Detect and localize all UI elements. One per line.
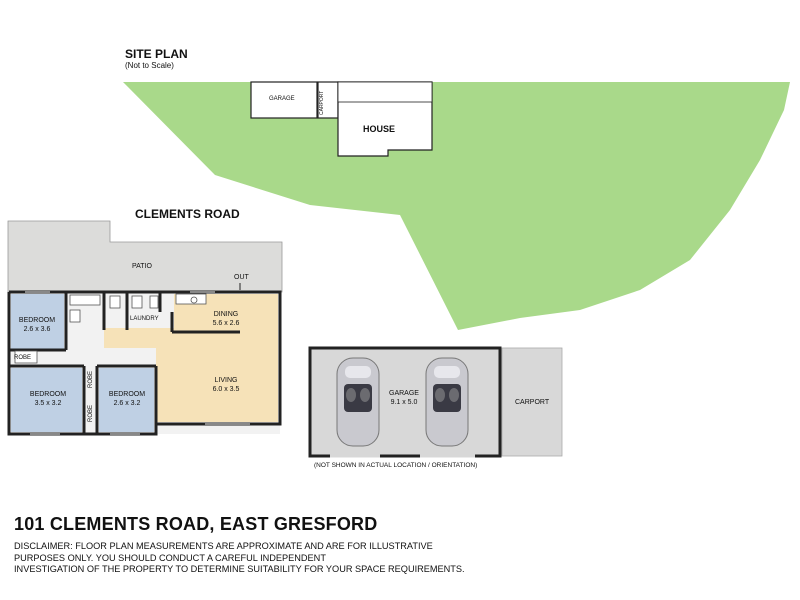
room-name: BEDROOM: [108, 391, 146, 398]
garage-note: (NOT SHOWN IN ACTUAL LOCATION / ORIENTAT…: [314, 462, 478, 469]
room-name: BEDROOM: [18, 317, 56, 324]
room-name: DINING: [213, 311, 239, 318]
room-name: BEDROOM: [29, 391, 67, 398]
fixtures: [14, 293, 207, 364]
laundry-label: LAUNDRY: [130, 316, 159, 322]
site-plan-title: SITE PLAN: [125, 47, 188, 61]
windows: [25, 291, 250, 435]
room-size: 2.6 x 3.2: [113, 400, 141, 407]
room-size: 2.6 x 3.6: [23, 326, 51, 333]
room-bedroom-2: BEDROOM 3.5 x 3.2: [18, 390, 78, 408]
carport-floor: [501, 347, 563, 457]
street-name: CLEMENTS ROAD: [135, 207, 240, 221]
walls: [7, 290, 282, 436]
bedroom-1-floor: [11, 294, 64, 350]
site-garage-label: GARAGE: [269, 96, 295, 102]
garage-size: 9.1 x 5.0: [390, 399, 418, 406]
room-bedroom-1: BEDROOM 2.6 x 3.6: [12, 316, 62, 334]
site-house-label: HOUSE: [363, 124, 396, 134]
disclaimer-line-3: INVESTIGATION OF THE PROPERTY TO DETERMI…: [14, 564, 465, 574]
site-lot: [123, 82, 790, 330]
site-carport-label: CARPORT: [319, 90, 325, 115]
patio-label: PATIO: [132, 263, 152, 270]
room-living: LIVING 6.0 x 3.5: [196, 376, 256, 394]
bedroom-3-floor: [99, 368, 154, 432]
disclaimer-block: DISCLAIMER: FLOOR PLAN MEASUREMENTS ARE …: [14, 541, 465, 576]
room-size: 3.5 x 3.2: [34, 400, 62, 407]
room-name: LIVING: [214, 377, 238, 384]
room-size: 6.0 x 3.5: [212, 386, 240, 393]
bedroom-2-floor: [11, 368, 82, 432]
patio-area: [7, 220, 283, 293]
car-2-image: [425, 357, 469, 447]
robe-label-1: ROBE: [14, 355, 32, 361]
room-dining: DINING 5.6 x 2.6: [196, 310, 256, 328]
garage-label: GARAGE 9.1 x 5.0: [382, 389, 426, 407]
out-label: OUT: [234, 274, 249, 281]
site-house-top: [337, 81, 433, 103]
site-plan-subtitle: (Not to Scale): [125, 61, 174, 70]
room-size: 5.6 x 2.6: [212, 320, 240, 327]
robe-label-2: ROBE: [88, 370, 94, 388]
room-bedroom-3: BEDROOM 2.6 x 3.2: [104, 390, 150, 408]
property-address: 101 CLEMENTS ROAD, EAST GRESFORD: [14, 514, 378, 534]
disclaimer-line-1: DISCLAIMER: FLOOR PLAN MEASUREMENTS ARE …: [14, 541, 433, 551]
site-garage-box: [250, 81, 318, 119]
disclaimer-line-2: PURPOSES ONLY. YOU SHOULD CONDUCT A CARE…: [14, 552, 326, 563]
robe-label-3: ROBE: [88, 404, 94, 422]
car-1-image: [336, 357, 380, 447]
carport-label: CARPORT: [515, 399, 550, 406]
garage-name: GARAGE: [389, 390, 419, 397]
living-dining-floor: [104, 294, 278, 422]
